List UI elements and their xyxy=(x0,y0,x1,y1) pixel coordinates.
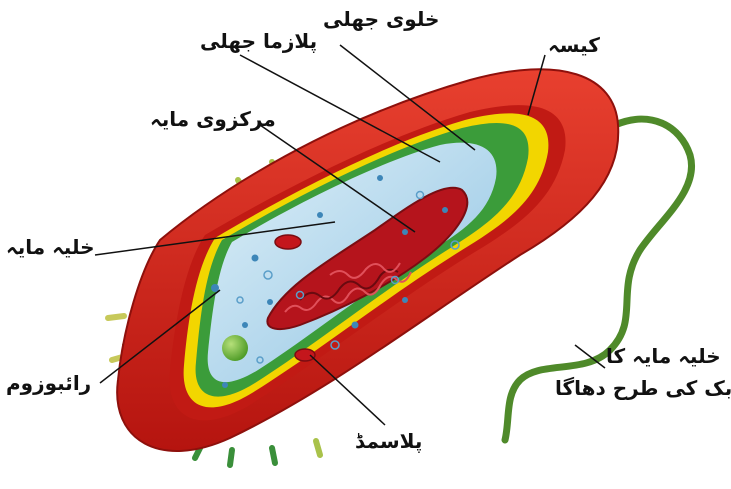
cell-wall-label: خلوی جھلی xyxy=(323,8,439,30)
capsule-label: کیسہ xyxy=(548,34,600,56)
plasmid xyxy=(275,235,301,249)
ribosome-label: رائبوزوم xyxy=(6,372,91,394)
plasma-membrane-label: پلازما جھلی xyxy=(200,30,317,52)
cytoplasm-label: خلیہ مایہ xyxy=(6,236,95,258)
flagellum-label-line1: خلیہ مایہ کا xyxy=(606,345,721,367)
plasmid xyxy=(295,349,315,361)
storage-granule xyxy=(222,335,248,361)
nucleoid-label: مرکزوی مایہ xyxy=(150,108,276,130)
flagellum-label-line2: چابک کی طرح دھاگا xyxy=(555,377,731,399)
plasmid-label: پلاسمڈ xyxy=(355,430,422,452)
